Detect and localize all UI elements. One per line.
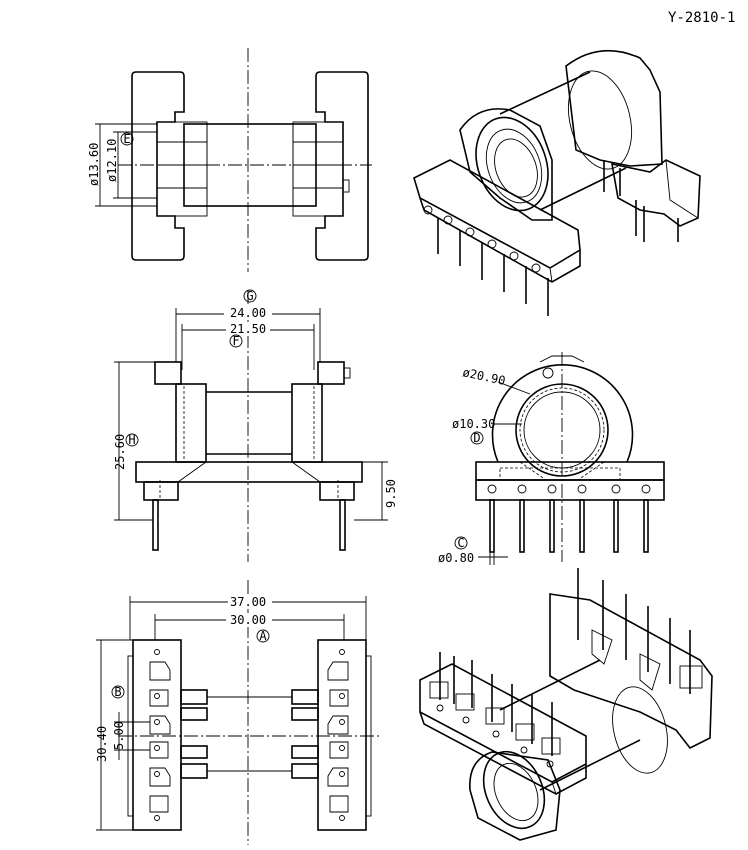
dim-30-40: 30.40 <box>95 726 109 762</box>
dim-10-30: ø10.30 <box>452 417 495 431</box>
dim-5-00: 5.00 <box>112 721 126 750</box>
callout-d: D <box>473 431 480 445</box>
side-view: ø20.90 ø10.30 D ø0.80 C <box>438 352 665 565</box>
callout-b: B <box>114 685 121 699</box>
callout-e: E <box>123 132 130 146</box>
drawing-number: Y-2810-1 <box>668 10 735 26</box>
top-view: ø13.60 ø12.10 E <box>87 48 372 272</box>
dim-9-50: 9.50 <box>384 479 398 508</box>
callout-g: G <box>246 289 253 303</box>
bottom-view: 37.00 30.00 A <box>95 580 380 845</box>
front-view: 24.00 21.50 G F 25.60 <box>113 289 398 562</box>
dim-25-60: 25.60 <box>113 434 127 470</box>
callout-h: H <box>128 433 135 447</box>
callout-a: A <box>259 629 267 643</box>
isometric-view-bottom <box>419 568 713 841</box>
dim-37-00: 37.00 <box>230 595 266 609</box>
dim-0-80: ø0.80 <box>438 551 474 565</box>
dim-30-00: 30.00 <box>230 613 266 627</box>
dim-13-60: ø13.60 <box>87 143 101 186</box>
dim-12-10: ø12.10 <box>105 139 119 182</box>
isometric-view-top <box>413 49 701 316</box>
callout-c: C <box>457 536 464 550</box>
dim-21-50: 21.50 <box>230 322 266 336</box>
callout-f: F <box>232 334 239 348</box>
dim-24-00: 24.00 <box>230 306 266 320</box>
dim-20-90: ø20.90 <box>461 365 506 388</box>
